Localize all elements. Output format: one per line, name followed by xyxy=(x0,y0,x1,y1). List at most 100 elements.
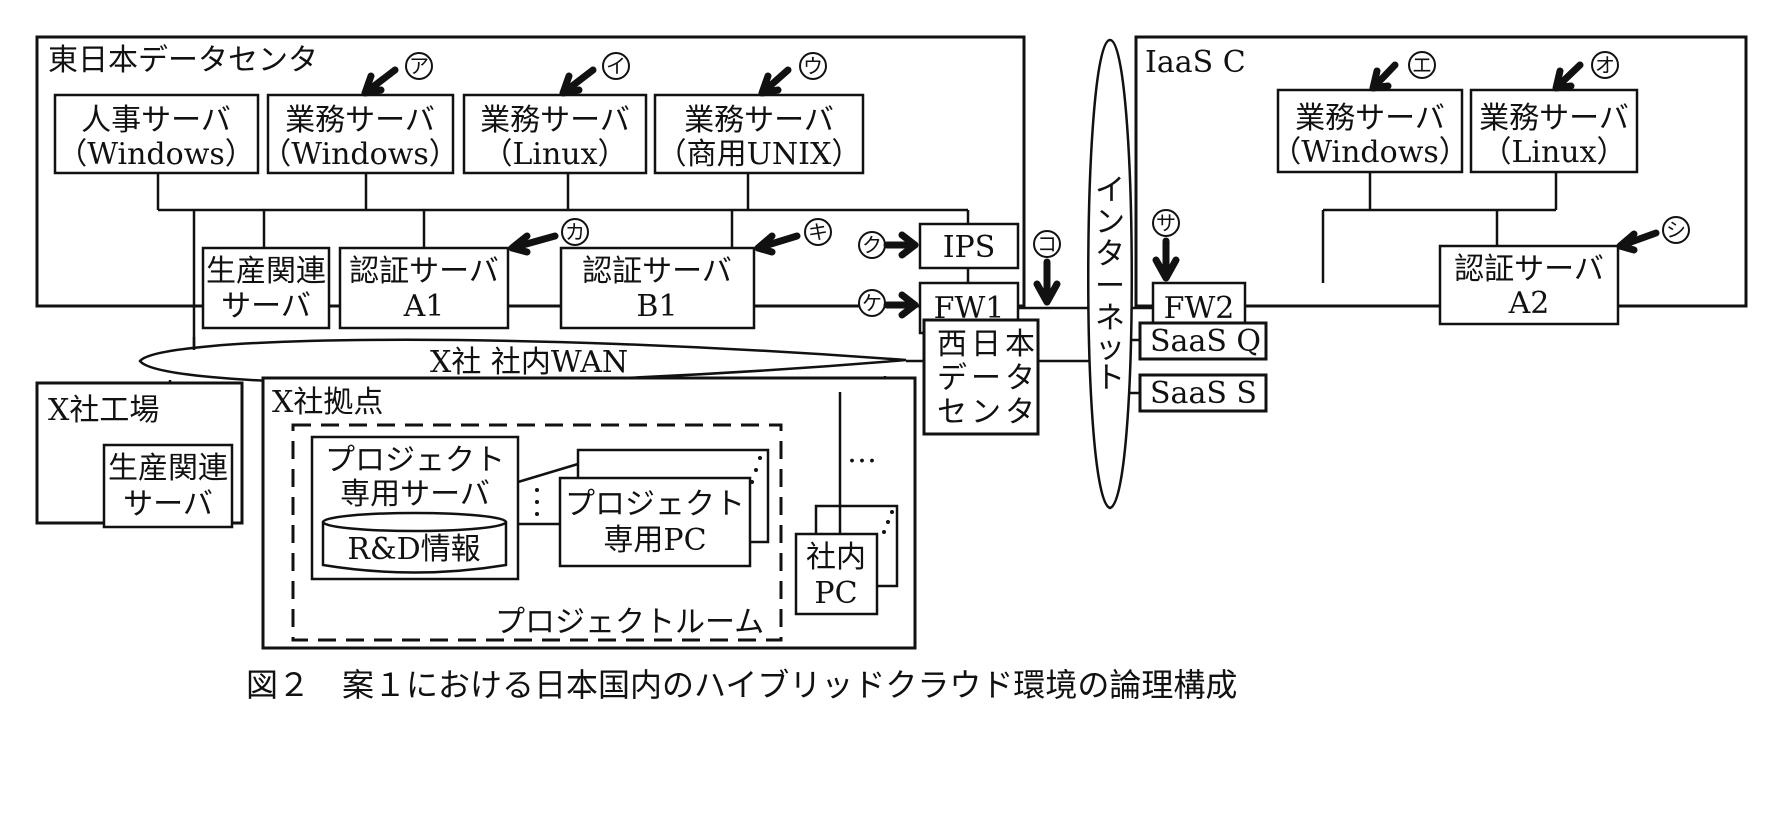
iaas-biz-server-linux-name: 業務サーバ xyxy=(1479,101,1629,136)
project-pc-line1: プロジェクト xyxy=(565,487,745,522)
west-dc-line1: 西日本 xyxy=(937,327,1039,362)
ips-label: IPS xyxy=(943,230,996,265)
biz-server-unix-os: （商用UNIX） xyxy=(657,137,862,172)
marker-ko xyxy=(1033,230,1061,258)
marker-shi xyxy=(1662,216,1690,244)
svg-text:エ: エ xyxy=(1412,53,1432,77)
project-server-line1: プロジェクト xyxy=(325,443,505,478)
internet-cloud xyxy=(1087,38,1133,510)
marker-e xyxy=(1408,51,1436,79)
iaas-biz-server-windows-name: 業務サーバ xyxy=(1295,101,1445,136)
saas-q xyxy=(1138,321,1268,361)
svg-text:イ: イ xyxy=(1095,173,1125,208)
factory-prod-server-line1: 生産関連 xyxy=(108,451,228,486)
project-room xyxy=(291,423,783,642)
iaas-links xyxy=(1321,172,1558,283)
factory-prod-server-line2: サーバ xyxy=(123,487,213,522)
east-dc-label: 東日本データセンタ xyxy=(48,43,318,78)
prod-server-east-line1: 生産関連 xyxy=(206,254,326,289)
marker-sa xyxy=(1152,209,1180,237)
iaas-biz-server-windows-os: （Windows） xyxy=(1271,135,1469,170)
auth-server-b1-id: B1 xyxy=(636,289,677,324)
svg-text:イ: イ xyxy=(606,54,626,78)
biz-server-unix xyxy=(653,93,865,175)
figure-caption: 図２ 案１における日本国内のハイブリッドクラウド環境の論理構成 xyxy=(246,666,1237,704)
svg-text:タ: タ xyxy=(1095,237,1125,272)
internal-pc-ellipsis: … xyxy=(847,435,877,470)
svg-text:ッ: ッ xyxy=(1095,331,1125,366)
saas-s xyxy=(1138,373,1268,413)
biz-server-linux-name: 業務サーバ xyxy=(480,103,630,138)
svg-text:ケ: ケ xyxy=(862,291,882,315)
svg-text:キ: キ xyxy=(808,220,828,244)
auth-server-b1 xyxy=(559,246,756,330)
svg-text:オ: オ xyxy=(1595,53,1615,77)
attack-point-markers: ア イ ウ エ オ カ キ ク ケ コ xyxy=(361,51,1690,319)
svg-text:シ: シ xyxy=(1666,218,1686,242)
wan-cloud xyxy=(138,338,907,385)
svg-text:ネ: ネ xyxy=(1095,301,1125,336)
svg-text:サ: サ xyxy=(1156,211,1176,235)
west-dc-line2: データ xyxy=(937,361,1039,396)
biz-server-unix-name: 業務サーバ xyxy=(684,103,834,138)
wan-label: X社 社内WAN xyxy=(430,345,628,380)
auth-server-a2-id: A2 xyxy=(1508,286,1550,321)
svg-text:ア: ア xyxy=(409,54,429,78)
biz-server-linux xyxy=(462,93,648,175)
ips-box xyxy=(918,222,1020,270)
project-room-label: プロジェクトルーム xyxy=(495,605,764,640)
iaas-label: IaaS C xyxy=(1145,45,1246,80)
prod-server-east-line2: サーバ xyxy=(221,289,311,324)
biz-server-windows-os: （Windows） xyxy=(261,137,459,172)
internal-pc-line2: PC xyxy=(814,576,857,611)
biz-server-linux-os: （Linux） xyxy=(482,137,627,172)
hr-server-os: （Windows） xyxy=(57,137,255,172)
biz-server-windows xyxy=(266,93,455,175)
project-server-line2: 専用サーバ xyxy=(340,477,490,512)
fw2-label: FW2 xyxy=(1164,291,1235,326)
west-dc xyxy=(922,318,1040,436)
svg-text:カ: カ xyxy=(565,220,585,244)
west-dc-line3: センタ xyxy=(937,395,1039,430)
svg-text:ー: ー xyxy=(1095,269,1125,304)
svg-text:ト: ト xyxy=(1095,361,1125,396)
hr-server-name: 人事サーバ xyxy=(81,103,231,138)
marker-ki xyxy=(804,218,832,246)
factory-prod-server xyxy=(102,443,234,529)
saas-s-label: SaaS S xyxy=(1150,376,1257,411)
marker-a xyxy=(405,52,433,80)
internal-pc-stack-dots xyxy=(882,510,894,534)
internal-pc xyxy=(794,532,879,616)
svg-text:ク: ク xyxy=(862,233,882,257)
marker-i xyxy=(602,52,630,80)
iaas-biz-server-linux-os: （Linux） xyxy=(1481,135,1626,170)
east-dc-links xyxy=(156,172,970,350)
marker-o xyxy=(1591,51,1619,79)
svg-text:ウ: ウ xyxy=(803,54,823,78)
marker-ka xyxy=(561,218,589,246)
hr-server xyxy=(53,93,260,175)
iaas-biz-server-windows xyxy=(1276,88,1464,174)
branch-label: X社拠点 xyxy=(272,385,383,420)
internet-label: イ ン タ ー ネ ッ ト xyxy=(1095,173,1125,396)
prod-server-east xyxy=(201,246,331,330)
auth-server-b1-name: 認証サーバ xyxy=(582,254,732,289)
auth-server-a2-name: 認証サーバ xyxy=(1454,252,1604,287)
project-pc-line2: 専用PC xyxy=(603,523,706,558)
rd-storage: R&D情報 xyxy=(321,511,508,574)
marker-u xyxy=(799,52,827,80)
saas-q-label: SaaS Q xyxy=(1150,324,1261,359)
auth-server-a1 xyxy=(338,246,510,330)
project-pc-links xyxy=(517,462,579,526)
factory-label: X社工場 xyxy=(48,393,159,428)
auth-server-a1-id: A1 xyxy=(403,289,445,324)
rd-storage-label: R&D情報 xyxy=(347,532,480,567)
svg-text:ン: ン xyxy=(1095,205,1125,240)
biz-server-windows-name: 業務サーバ xyxy=(285,103,435,138)
iaas-biz-server-linux xyxy=(1469,88,1639,174)
project-pc xyxy=(558,476,752,568)
internal-pc-line1: 社内 xyxy=(806,540,866,575)
auth-server-a1-name: 認証サーバ xyxy=(349,254,499,289)
svg-text:コ: コ xyxy=(1037,232,1057,256)
